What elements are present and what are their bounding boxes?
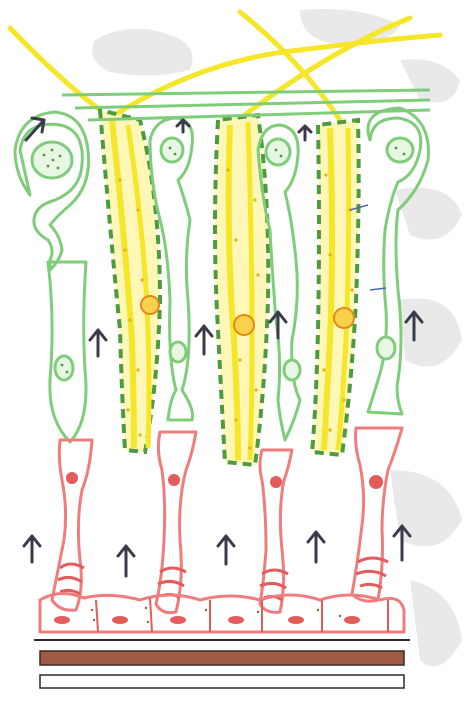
green-top-strand-1: [62, 90, 430, 95]
fiber-1-nucleus: [141, 296, 159, 314]
green-cell-2-nucleus: [161, 138, 183, 162]
brown-band: [40, 651, 404, 665]
red-cells: [40, 428, 404, 632]
yellow-fiber-top-left: [10, 28, 100, 110]
up-arrow-icon: [299, 126, 311, 140]
red-cell-2-nucleus: [168, 474, 180, 486]
up-arrow-icon: [24, 536, 40, 562]
red-cell-3-nucleus: [270, 476, 282, 488]
green-cell-2-lower-nucleus: [170, 342, 186, 362]
red-cell-3: [260, 450, 292, 612]
fiber-3-nucleus: [334, 308, 354, 328]
green-cell-left-lower-nucleus: [55, 356, 73, 380]
up-arrow-icon: [196, 326, 212, 354]
up-arrow-icon: [218, 536, 234, 564]
up-arrow-icon: [270, 312, 286, 338]
up-arrow-icon: [118, 546, 134, 576]
red-cell-1-nucleus: [66, 472, 78, 484]
red-cell-4: [352, 428, 402, 601]
red-cell-1: [52, 440, 92, 610]
red-basal-row: [40, 593, 404, 632]
green-cell-4-lower-nucleus: [377, 337, 395, 359]
red-cell-2: [156, 432, 196, 613]
green-cell-4-nucleus: [387, 138, 413, 162]
green-cell-4: [368, 108, 428, 414]
yellow-fibers: [10, 12, 440, 465]
up-arrow-icon: [90, 330, 106, 356]
red-cell-4-nucleus: [369, 475, 383, 489]
fiber-2-nucleus: [234, 315, 254, 335]
green-cell-3-nucleus: [266, 139, 290, 165]
green-cell-left: [15, 112, 89, 442]
fiber-bundle-3: [312, 120, 359, 455]
green-cell-3-lower-nucleus: [284, 360, 300, 380]
white-band: [40, 675, 404, 688]
up-arrow-icon: [308, 532, 324, 562]
base-bands: [34, 640, 410, 688]
